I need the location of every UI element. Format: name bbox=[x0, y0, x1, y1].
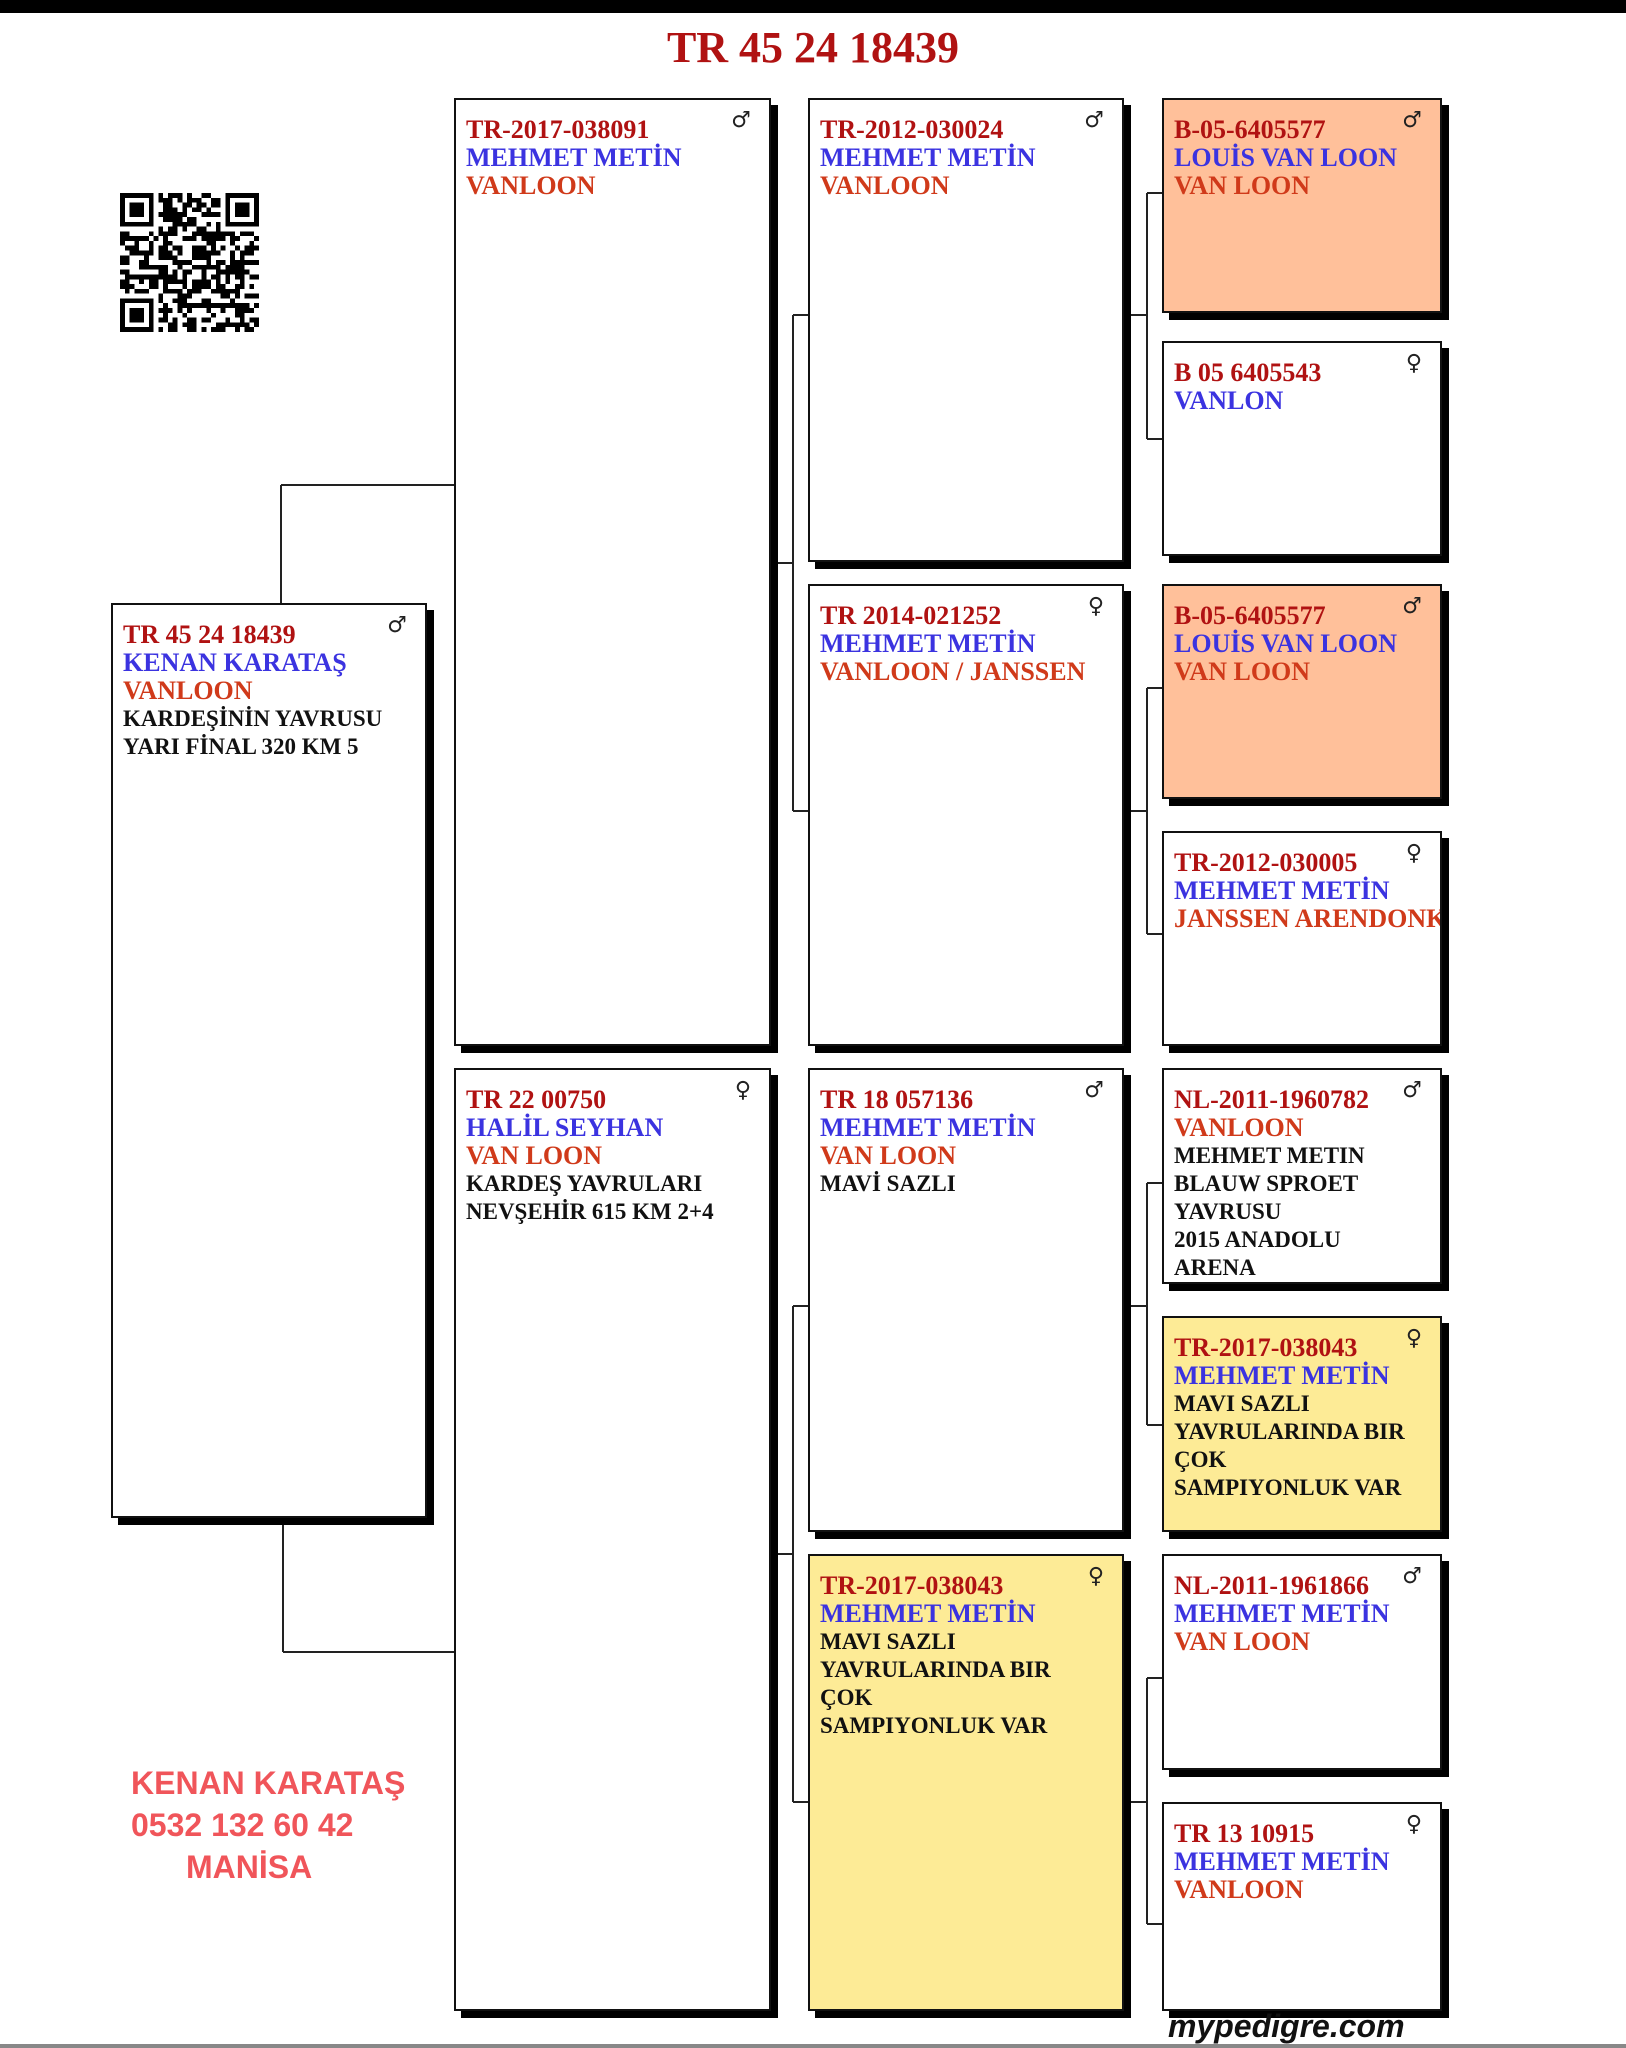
female-icon: ♀ bbox=[1087, 594, 1104, 619]
pigeon-strain: JANSSEN ARENDONK bbox=[1174, 904, 1442, 933]
pigeon-notes: MAVİ SAZLI bbox=[820, 1171, 956, 1196]
pigeon-notes: ÇOK bbox=[1174, 1447, 1227, 1472]
pigeon-ring-number: B-05-6405577 bbox=[1174, 601, 1326, 630]
bottom-divider bbox=[0, 2044, 1626, 2048]
pigeon-notes: KARDEŞ YAVRULARI bbox=[466, 1171, 703, 1196]
pigeon-owner: MEHMET METİN bbox=[820, 143, 1036, 172]
male-icon: ♂ bbox=[1084, 1078, 1104, 1103]
pigeon-owner: MEHMET METİN bbox=[1174, 1599, 1390, 1628]
pigeon-owner: MEHMET METİN bbox=[1174, 1361, 1390, 1390]
breeder-contact: KENAN KARATAŞ 0532 132 60 42 MANİSA bbox=[131, 1762, 405, 1888]
female-icon: ♀ bbox=[1405, 351, 1422, 376]
pigeon-notes: SAMPIYONLUK VAR bbox=[1174, 1475, 1402, 1500]
female-icon: ♀ bbox=[1405, 1326, 1422, 1351]
pigeon-notes: MAVI SAZLI bbox=[820, 1629, 956, 1654]
pigeon-strain: VANLOON bbox=[820, 171, 950, 200]
pigeon-owner: MEHMET METİN bbox=[820, 1113, 1036, 1142]
male-icon: ♂ bbox=[1402, 108, 1422, 133]
pigeon-ring-number: TR-2012-030024 bbox=[820, 115, 1004, 144]
pigeon-strain: VAN LOON bbox=[1174, 1627, 1311, 1656]
pigeon-notes: KARDEŞİNİN YAVRUSU bbox=[123, 706, 383, 731]
pigeon-owner: LOUİS VAN LOON bbox=[1174, 143, 1397, 172]
pigeon-owner: KENAN KARATAŞ bbox=[123, 648, 347, 677]
male-icon: ♂ bbox=[1402, 594, 1422, 619]
pigeon-strain: VANLOON bbox=[123, 676, 253, 705]
pigeon-notes: MAVI SAZLI bbox=[1174, 1391, 1310, 1416]
pigeon-strain: VAN LOON bbox=[1174, 171, 1311, 200]
breeder-phone: 0532 132 60 42 bbox=[131, 1807, 354, 1843]
pigeon-ring-number: TR-2017-038091 bbox=[466, 115, 650, 144]
pigeon-strain: VAN LOON bbox=[466, 1141, 603, 1170]
pigeon-ring-number: B 05 6405543 bbox=[1174, 358, 1322, 387]
pigeon-ring-number: TR 45 24 18439 bbox=[123, 620, 296, 649]
pigeon-strain: VANLOON bbox=[1174, 1875, 1304, 1904]
male-icon: ♂ bbox=[731, 108, 751, 133]
breeder-city: MANİSA bbox=[186, 1849, 313, 1885]
pigeon-strain: VAN LOON bbox=[1174, 657, 1311, 686]
pigeon-notes: SAMPIYONLUK VAR bbox=[820, 1713, 1048, 1738]
top-bar bbox=[0, 0, 1626, 13]
pigeon-ring-number: TR 13 10915 bbox=[1174, 1819, 1315, 1848]
pigeon-ring-number: TR 22 00750 bbox=[466, 1085, 607, 1114]
brand-logo[interactable]: mypedigre.com bbox=[1168, 2008, 1405, 2044]
pigeon-ring-number: TR 2014-021252 bbox=[820, 601, 1002, 630]
pigeon-notes: BLAUW SPROET bbox=[1174, 1171, 1359, 1196]
breeder-name: KENAN KARATAŞ bbox=[131, 1765, 406, 1801]
pigeon-owner: MEHMET METİN bbox=[820, 1599, 1036, 1628]
pigeon-owner: MEHMET METİN bbox=[466, 143, 682, 172]
pigeon-ring-number: NL-2011-1961866 bbox=[1174, 1571, 1369, 1600]
pigeon-owner: MEHMET METİN bbox=[820, 629, 1036, 658]
pigeon-owner: MEHMET METİN bbox=[1174, 1847, 1390, 1876]
page-title: TR 45 24 18439 bbox=[666, 23, 960, 72]
pigeon-owner: HALİL SEYHAN bbox=[466, 1113, 664, 1142]
pigeon-ring-number: TR-2017-038043 bbox=[820, 1571, 1004, 1600]
female-icon: ♀ bbox=[1405, 841, 1422, 866]
pigeon-notes: YAVRULARINDA BIR bbox=[1174, 1419, 1405, 1444]
pigeon-ring-number: B-05-6405577 bbox=[1174, 115, 1326, 144]
pigeon-notes: YAVRULARINDA BIR bbox=[820, 1657, 1051, 1682]
pigeon-notes: ARENA bbox=[1174, 1255, 1256, 1280]
male-icon: ♂ bbox=[387, 613, 407, 638]
pigeon-strain: VANLOON bbox=[1174, 1113, 1304, 1142]
pigeon-ring-number: TR-2017-038043 bbox=[1174, 1333, 1358, 1362]
female-icon: ♀ bbox=[734, 1078, 751, 1103]
female-icon: ♀ bbox=[1087, 1564, 1104, 1589]
pigeon-ring-number: NL-2011-1960782 bbox=[1174, 1085, 1369, 1114]
male-icon: ♂ bbox=[1402, 1078, 1422, 1103]
pigeon-ring-number: TR-2012-030005 bbox=[1174, 848, 1358, 877]
male-icon: ♂ bbox=[1402, 1564, 1422, 1589]
pigeon-notes: YAVRUSU bbox=[1174, 1199, 1282, 1224]
pigeon-strain: VANLOON / JANSSEN bbox=[820, 657, 1086, 686]
pigeon-owner: VANLON bbox=[1174, 386, 1284, 415]
pigeon-strain: VAN LOON bbox=[820, 1141, 957, 1170]
pigeon-strain: VANLOON bbox=[466, 171, 596, 200]
pigeon-owner: MEHMET METİN bbox=[1174, 876, 1390, 905]
pigeon-notes: YARI FİNAL 320 KM 5 bbox=[123, 734, 359, 759]
pigeon-notes: ÇOK bbox=[820, 1685, 873, 1710]
female-icon: ♀ bbox=[1405, 1812, 1422, 1837]
pigeon-notes: 2015 ANADOLU bbox=[1174, 1227, 1341, 1252]
male-icon: ♂ bbox=[1084, 108, 1104, 133]
pigeon-notes: NEVŞEHİR 615 KM 2+4 bbox=[466, 1199, 714, 1224]
pigeon-notes: MEHMET METIN bbox=[1174, 1143, 1365, 1168]
pigeon-owner: LOUİS VAN LOON bbox=[1174, 629, 1397, 658]
qr-code bbox=[120, 193, 259, 332]
pigeon-ring-number: TR 18 057136 bbox=[820, 1085, 974, 1114]
